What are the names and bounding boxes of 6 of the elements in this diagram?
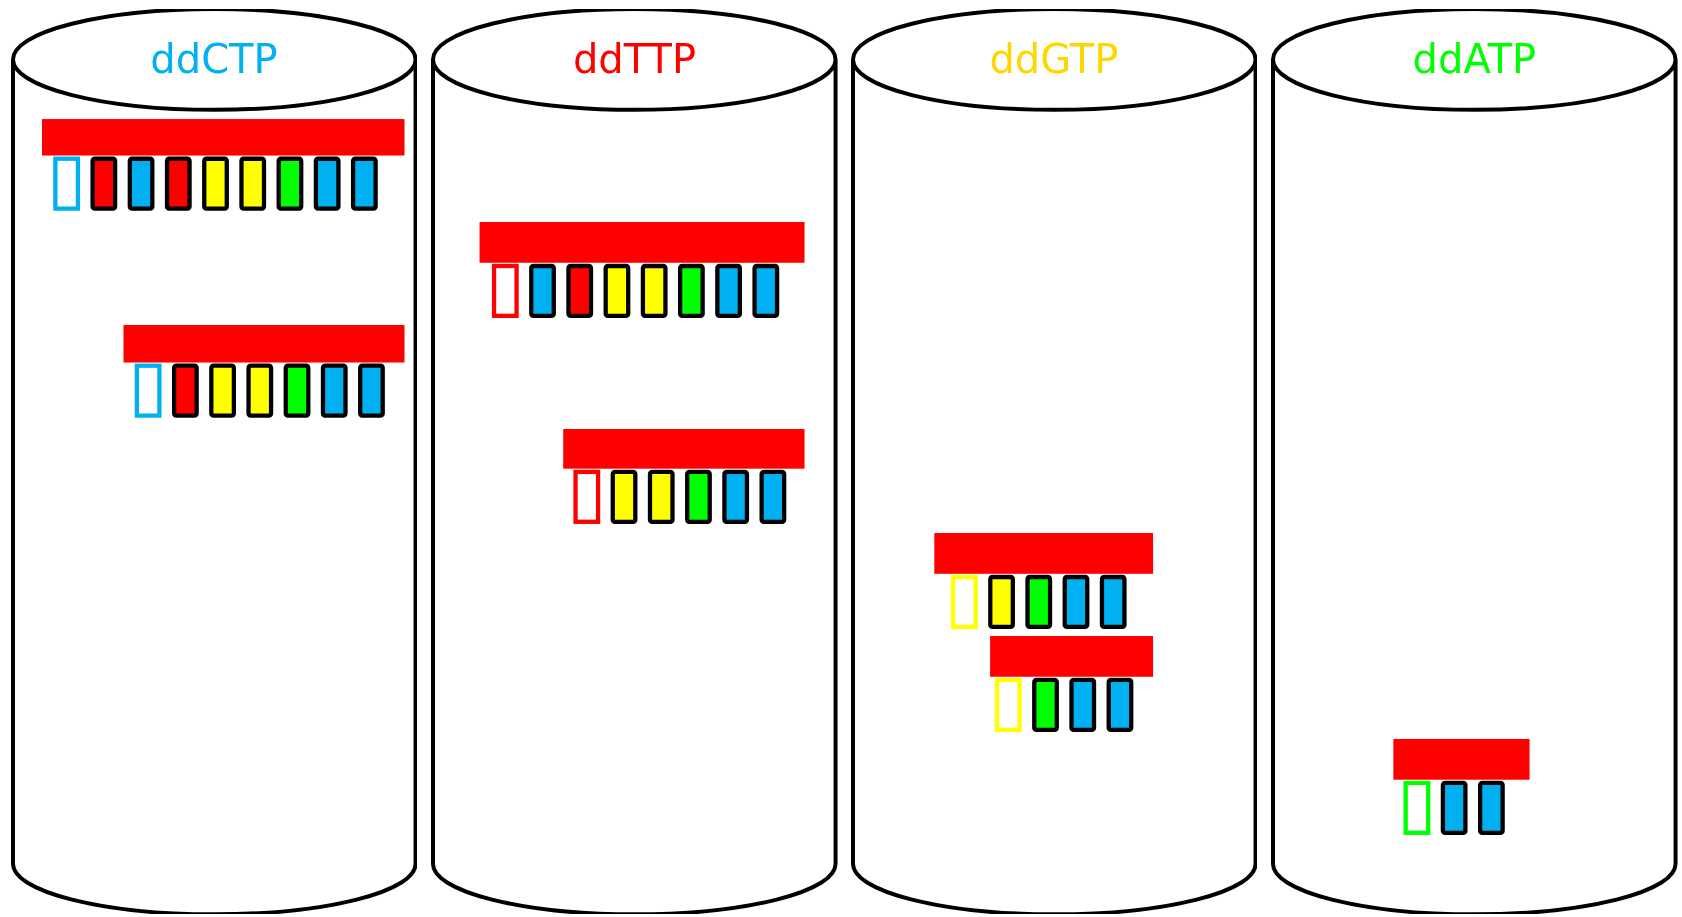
tube-label: ddATP <box>1411 36 1538 82</box>
test-tube <box>1271 8 1678 914</box>
tube-label: ddCTP <box>149 36 279 82</box>
test-tube <box>850 8 1258 914</box>
tube-label: ddTTP <box>571 36 698 82</box>
tube-label: ddGTP <box>988 36 1120 82</box>
